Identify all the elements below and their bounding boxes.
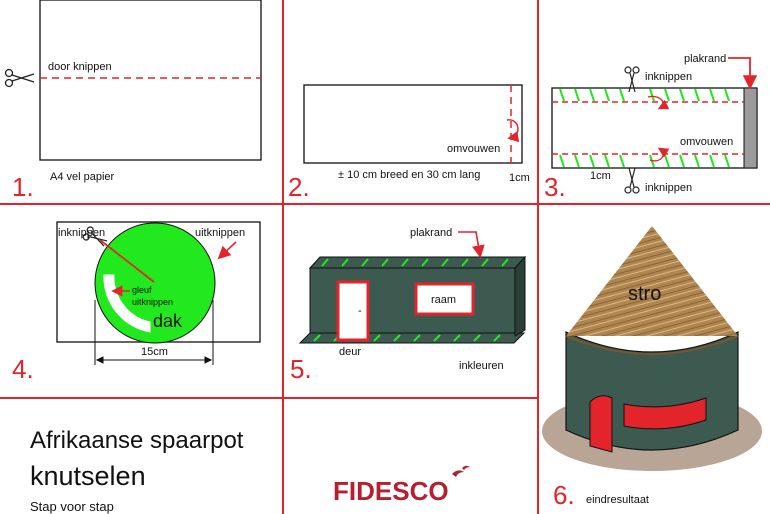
plakrand-label: plakrand [684, 53, 726, 65]
slot-label-1: gleuf [132, 285, 152, 295]
door-handle: - [358, 305, 362, 317]
step-number-3: 3. [544, 172, 566, 202]
fidesco-logo: FIDESCO [333, 465, 470, 506]
wall-bottom-flap [298, 332, 526, 344]
fold-label: omvouwen [447, 143, 500, 155]
roof-edge [565, 335, 739, 355]
color-in-label: inkleuren [459, 360, 504, 372]
fold-label: omvouwen [680, 136, 733, 148]
slot-label-2: uitknippen [132, 297, 173, 307]
cut-marks-top [559, 88, 730, 102]
plakrand-arrow [728, 57, 758, 90]
panel-6: stro 6. eindresultaat [542, 226, 762, 510]
scissors-icon [4, 68, 35, 88]
step-number-1: 1. [12, 172, 34, 202]
panel-2: omvouwen 2. ± 10 cm breed en 30 cm lang … [288, 84, 530, 202]
paper-caption: A4 vel papier [50, 171, 115, 183]
step-number-6: 6. [553, 480, 575, 510]
cut-label: door knippen [48, 61, 112, 73]
cut-label-top: inknippen [645, 71, 692, 83]
window-label: raam [431, 294, 456, 306]
door-label: deur [339, 346, 361, 358]
panel-1: door knippen 1. A4 vel papier [4, 0, 262, 202]
cut-label-bottom: inknippen [645, 182, 692, 194]
straw-roof [566, 226, 738, 336]
title-line-2: knutselen [30, 461, 146, 491]
panel-4: inknippen uitknippen gleuf uitknippen da… [12, 221, 261, 384]
plakrand-arrow [458, 231, 485, 259]
cut-in-line [99, 239, 155, 283]
result-label: eindresultaat [586, 494, 649, 506]
cm-label: 1cm [590, 170, 611, 182]
step-number-5: 5. [290, 354, 312, 384]
fold-arrow-bottom [649, 147, 670, 162]
fold-arrow [506, 119, 520, 143]
title-block: Afrikaanse spaarpot knutselen Stap voor … [30, 427, 244, 514]
wall-end [514, 255, 526, 337]
step-number-2: 2. [288, 172, 310, 202]
logo-text: FIDESCO [333, 476, 449, 506]
cut-out-label: uitknippen [195, 227, 245, 239]
plakrand-label: plakrand [410, 227, 452, 239]
title-line-3: Stap voor stap [30, 499, 114, 514]
panel-5: - raam plakrand deur inkleuren 5. [290, 227, 527, 384]
cut-marks-bottom [559, 154, 730, 168]
title-line-1: Afrikaanse spaarpot [30, 427, 244, 454]
a4-sheet [39, 0, 262, 161]
scissors-icon [624, 66, 640, 93]
width-dimension [94, 300, 214, 365]
glue-strip [743, 87, 758, 169]
glue-marks-top [321, 258, 509, 267]
wall-top-flap [308, 256, 527, 269]
width-label: 15cm [141, 346, 168, 358]
panel-3: plakrand inknippen omvouwen inknippen 1c… [544, 53, 758, 202]
window [414, 282, 475, 316]
cut-in-label: inknippen [58, 227, 105, 239]
bird-icon [452, 465, 470, 477]
hut-door [589, 395, 613, 453]
paper-strip [303, 84, 523, 164]
fold-arrow-top [647, 95, 670, 110]
scissors-icon [82, 226, 108, 247]
cm-label: 1cm [509, 172, 530, 184]
cut-out-arrow [217, 241, 237, 260]
size-caption: ± 10 cm breed en 30 cm lang [338, 169, 480, 181]
straw-label: stro [628, 283, 661, 305]
roof-label: dak [153, 311, 183, 331]
step-number-4: 4. [12, 354, 34, 384]
scissors-icon [624, 167, 640, 194]
hut-window [623, 397, 707, 430]
glue-marks-bottom [313, 334, 501, 342]
door [336, 280, 370, 342]
